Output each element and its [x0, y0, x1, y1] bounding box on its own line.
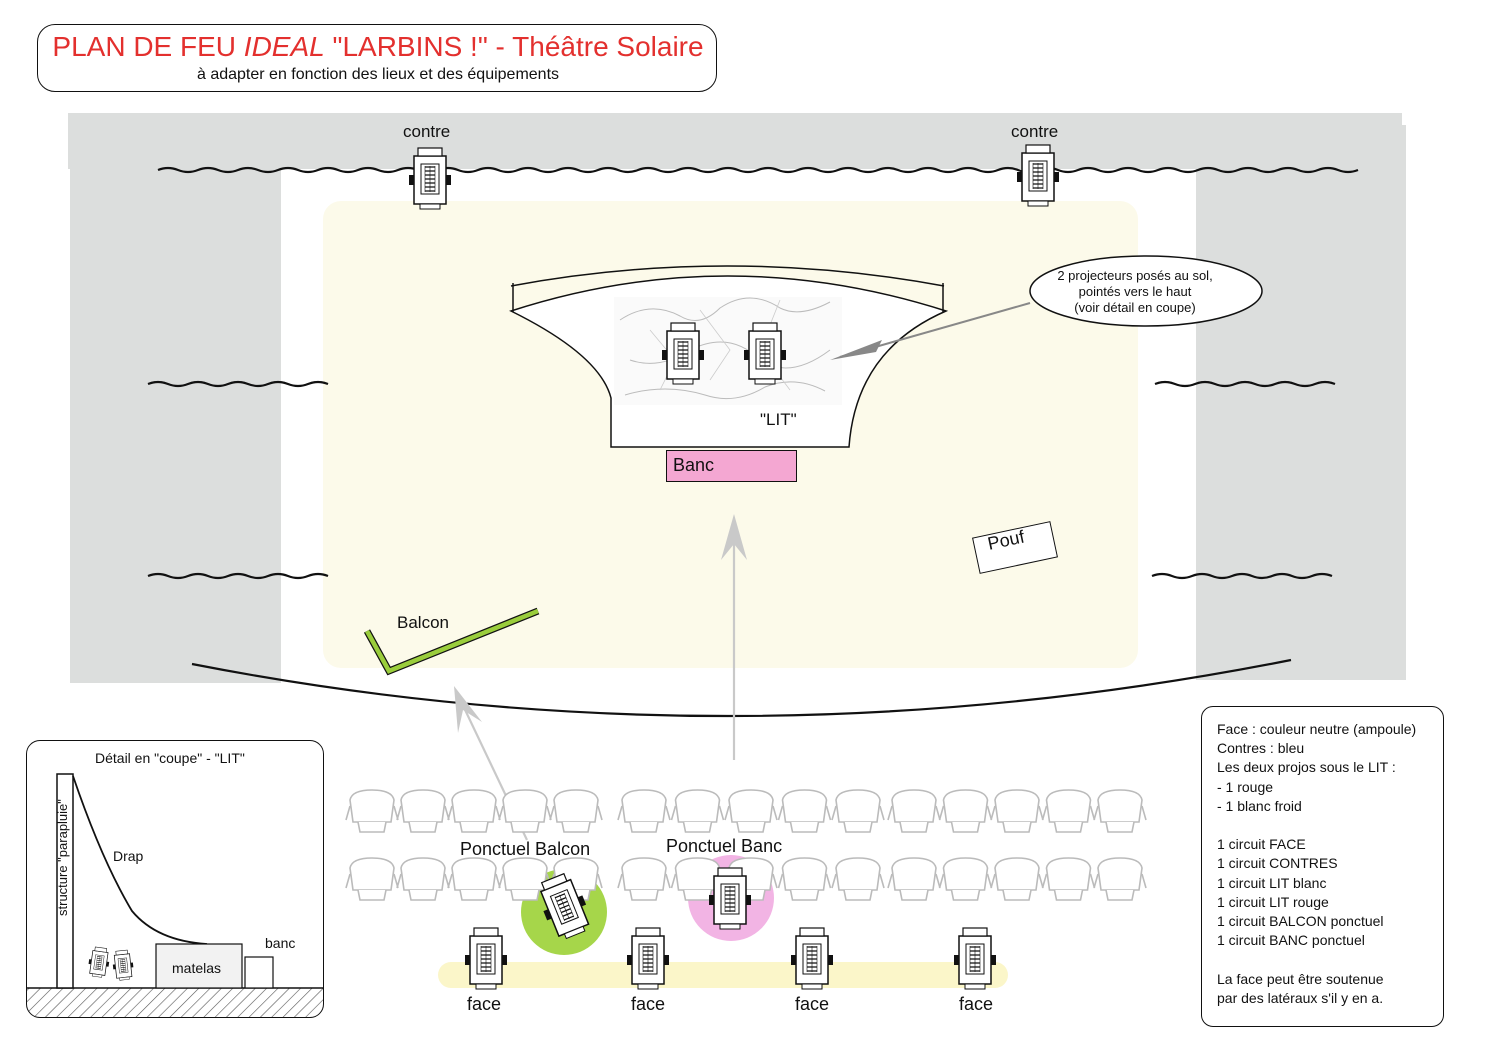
banc-label: Banc [673, 455, 715, 475]
detail-coupe-box: Détail en "coupe" - "LIT" structure "par… [26, 740, 324, 1018]
curtain-right-1 [1154, 380, 1336, 388]
ponctuel-balcon-label: Ponctuel Balcon [460, 839, 591, 859]
legend-line: - 1 rouge [1217, 778, 1274, 795]
face-label: face [631, 994, 666, 1014]
curtain-left-1 [147, 380, 329, 388]
contre-label-right: contre [1011, 122, 1059, 141]
legend-box [1201, 706, 1444, 1027]
legend-line: Les deux projos sous le LIT : [1217, 759, 1396, 776]
curtain-left-2 [147, 572, 329, 580]
detail-drawing [27, 773, 323, 1017]
lit-rail [510, 265, 945, 287]
drap-curve [72, 775, 208, 945]
lit-label: "LIT" [760, 410, 797, 429]
callout-bubble [1029, 255, 1263, 327]
backstage-wall [68, 113, 1402, 169]
legend-line: Face : couleur neutre (ampoule) [1217, 721, 1417, 737]
projector-icon [953, 927, 997, 990]
ponctuel-banc-label: Ponctuel Banc [666, 836, 783, 856]
wing-left [70, 113, 281, 683]
legend-line: - 1 blanc froid [1217, 797, 1302, 814]
balcon-label: Balcon [397, 613, 449, 632]
title-box: PLAN DE FEU IDEAL "LARBINS !" - Théâtre … [37, 24, 717, 92]
page-title: PLAN DE FEU IDEAL "LARBINS !" - Théâtre … [52, 31, 704, 62]
projector-icon [86, 945, 112, 979]
legend-line: La face peut être soutenue [1217, 970, 1384, 987]
legend-line: 1 circuit BALCON ponctuel [1217, 913, 1384, 929]
detail-title: Détail en "coupe" - "LIT" [95, 750, 245, 766]
structure-label: structure "parapluie" [55, 799, 70, 916]
banc-rect-detail [244, 956, 274, 989]
legend-line: Contres : bleu [1217, 740, 1305, 757]
drap-label: Drap [113, 848, 144, 864]
legend-line: 1 circuit LIT rouge [1217, 893, 1329, 910]
matelas-label: matelas [172, 960, 222, 976]
legend-line: 1 circuit LIT blanc [1217, 874, 1327, 891]
banc-prop [666, 450, 797, 482]
curtain-back [157, 166, 1359, 174]
banc-detail-label: banc [265, 935, 296, 951]
matelas-rect [155, 943, 243, 989]
wing-right [1196, 125, 1406, 680]
stage-edge-arc [191, 658, 1292, 718]
face-label: face [795, 994, 830, 1014]
projector-icon [111, 949, 135, 982]
projector-icon [464, 927, 508, 990]
legend-line: par des latéraux s'il y en a. [1217, 989, 1384, 1006]
face-label: face [467, 994, 502, 1014]
legend-line: 1 circuit FACE [1217, 836, 1306, 853]
face-light-bar [438, 962, 1008, 988]
projector-icon [708, 867, 752, 930]
projector-icon [626, 927, 670, 990]
curtain-right-2 [1151, 572, 1333, 580]
structure-post [56, 773, 74, 989]
legend-line: 1 circuit BANC ponctuel [1217, 932, 1365, 949]
legend-line: 1 circuit CONTRES [1217, 855, 1338, 872]
projector-icon [532, 869, 596, 944]
page-subtitle: à adapter en fonction des lieux et des é… [196, 66, 560, 83]
projector-icon [790, 927, 834, 990]
sheet-sketch [619, 297, 831, 400]
contre-label-left: contre [403, 122, 451, 141]
callout-text: 2 projecteurs posés au sol, pointés vers… [1057, 268, 1213, 315]
face-label: face [959, 994, 994, 1014]
